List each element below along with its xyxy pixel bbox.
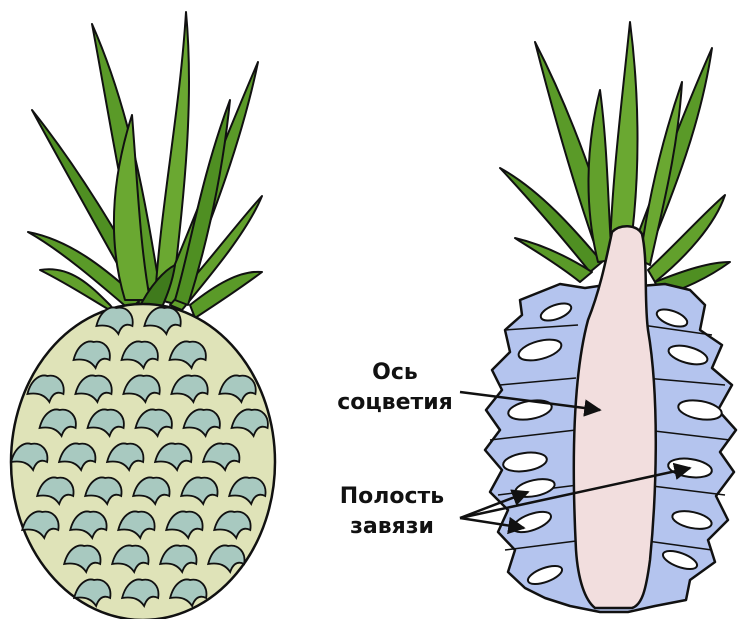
axis-label-line2: соцветия bbox=[325, 388, 465, 418]
whole-pineapple-crown bbox=[28, 12, 262, 318]
inflorescence-axis bbox=[574, 226, 656, 608]
cavity-label-line1: Полость bbox=[322, 482, 462, 512]
cavity-label: Полость завязи bbox=[322, 482, 462, 542]
cavity-label-line2: завязи bbox=[322, 512, 462, 542]
axis-label: Ось соцветия bbox=[325, 358, 465, 418]
sectioned-pineapple bbox=[485, 22, 736, 612]
axis-label-line1: Ось bbox=[325, 358, 465, 388]
whole-pineapple bbox=[11, 12, 275, 619]
